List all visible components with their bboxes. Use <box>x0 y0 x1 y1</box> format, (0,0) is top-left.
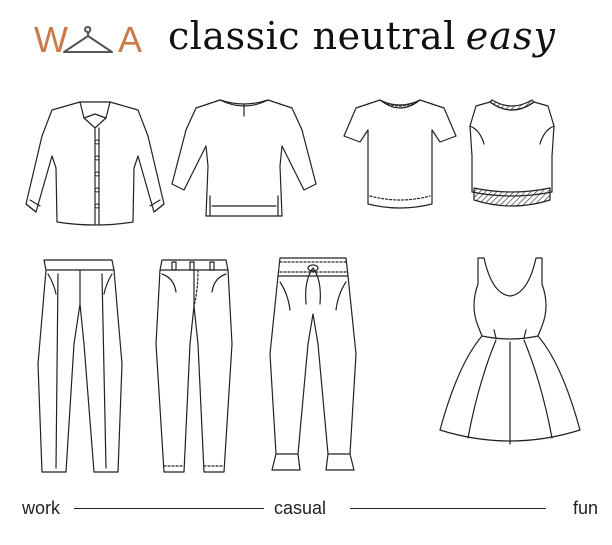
tailored-trousers-illustration <box>37 259 123 473</box>
style-scale: work casual fun <box>22 496 598 522</box>
logo-letter-a: A <box>118 19 143 60</box>
scale-label-work: work <box>22 498 61 518</box>
three-quarter-sleeve-top-illustration <box>171 99 317 217</box>
skinny-jeans-illustration <box>155 259 233 473</box>
fit-and-flare-dress-illustration <box>439 257 581 445</box>
hanger-icon <box>63 26 113 53</box>
drawstring-joggers-illustration <box>269 257 357 471</box>
button-up-shirt-illustration <box>25 101 165 226</box>
logo-letter-w: W <box>34 19 68 60</box>
short-sleeve-tee-illustration <box>343 99 457 209</box>
logo: W A <box>30 18 150 62</box>
scale-label-fun: fun <box>572 498 598 518</box>
sleeveless-shell-top-illustration <box>469 99 555 207</box>
scale-line <box>350 508 546 509</box>
scale-line <box>74 508 264 509</box>
scale-label-casual: casual <box>274 498 327 518</box>
title-accent: easy <box>465 14 556 58</box>
title-main: classic neutral <box>168 14 456 58</box>
